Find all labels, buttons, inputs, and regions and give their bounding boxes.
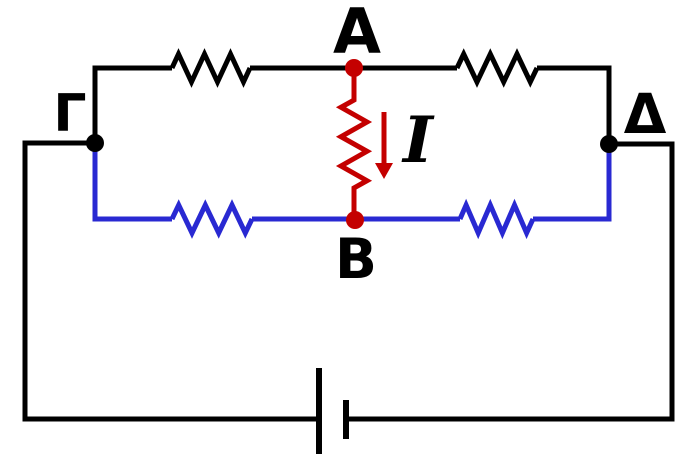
node-delta-dot (600, 135, 618, 153)
wire-r2-to-delta (537, 65, 612, 144)
wire-delta-to-battery (349, 141, 675, 422)
current-arrow-head (375, 163, 393, 179)
wire-gamma-to-r3 (92, 143, 172, 222)
node-a-dot (345, 59, 363, 77)
resistor-r5-bridge-a-b (335, 68, 373, 220)
resistor-r4-b-delta (457, 198, 536, 240)
resistor-r1-gamma-a (169, 48, 253, 88)
resistor-r3-gamma-b (169, 199, 255, 239)
wire-gamma-to-r1 (92, 65, 172, 143)
node-gamma-dot (86, 134, 104, 152)
node-a-label: A (333, 0, 381, 68)
node-b-label: B (335, 227, 377, 291)
resistor-r2-a-delta (454, 48, 540, 88)
node-b-dot (346, 211, 364, 229)
node-gamma-label: Γ (53, 84, 86, 144)
node-delta-label: Δ (624, 82, 667, 146)
current-label: I (401, 103, 435, 178)
wire-gamma-to-battery (22, 140, 316, 422)
wire-r4-to-delta (533, 144, 612, 222)
